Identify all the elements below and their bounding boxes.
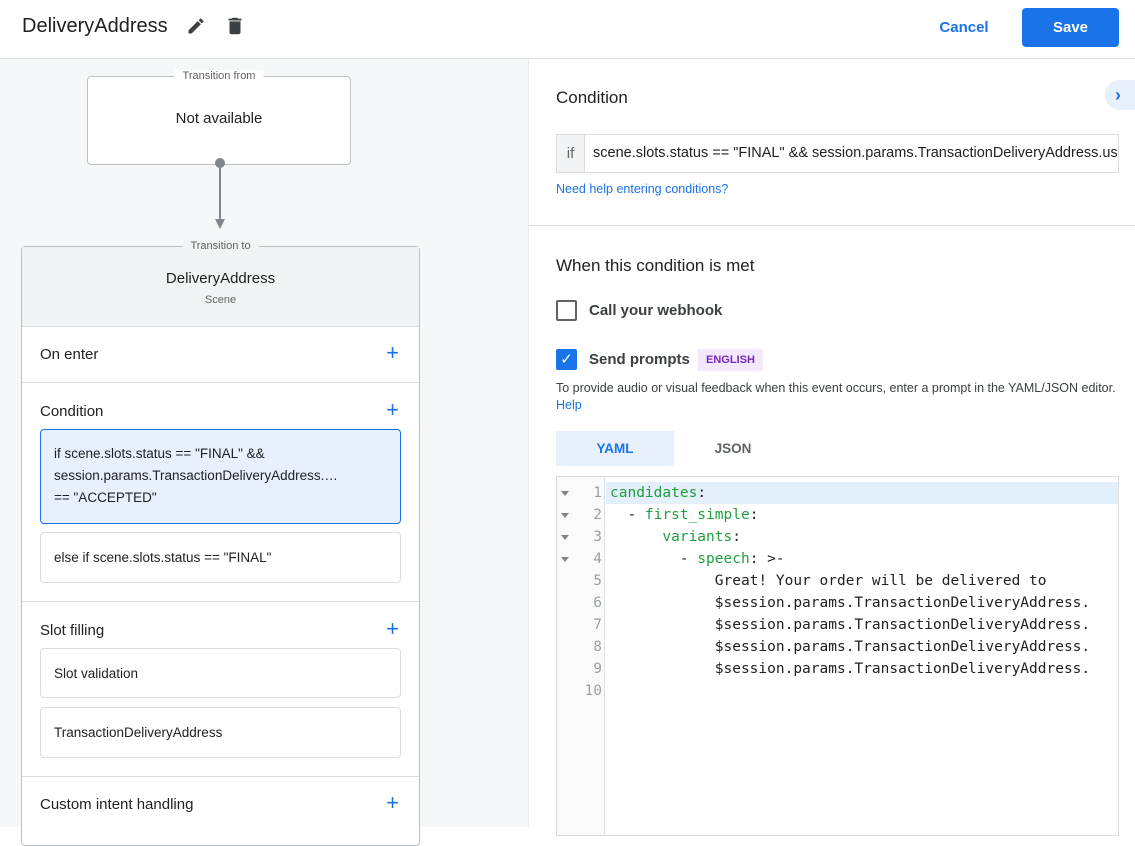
code-rest: $session.params.TransactionDeliveryAddre…: [610, 661, 1091, 677]
section-slot-filling: Slot filling + Slot validation Transacti…: [22, 602, 419, 777]
code-rest: $session.params.TransactionDeliveryAddre…: [610, 617, 1091, 633]
scene-header: Transition to DeliveryAddress Scene: [22, 240, 419, 327]
code-editor[interactable]: candidates: - first_simple: variants: - …: [556, 476, 1119, 836]
language-badge: ENGLISH: [698, 349, 763, 371]
code-indent: -: [610, 551, 698, 567]
slot-validation-item[interactable]: Slot validation: [40, 648, 401, 698]
line-number: 8: [593, 639, 602, 655]
line-number: 10: [584, 683, 602, 699]
line-number: 6: [593, 595, 602, 611]
code-key: first_simple: [644, 507, 750, 523]
line-number: 7: [593, 617, 602, 633]
code-line: $session.params.TransactionDeliveryAddre…: [610, 614, 1090, 636]
cancel-button[interactable]: Cancel: [939, 18, 989, 36]
condition-input[interactable]: if scene.slots.status == "FINAL" && sess…: [556, 134, 1119, 173]
webhook-checkbox[interactable]: [556, 300, 577, 321]
add-on-enter-plus-icon[interactable]: +: [386, 340, 399, 365]
code-line: - first_simple:: [610, 504, 758, 526]
scene-flow-panel: Transition from Not available Transition…: [0, 59, 529, 846]
code-rest: :: [749, 507, 759, 523]
send-prompts-checkbox-checked-icon[interactable]: ✓: [556, 349, 577, 370]
code-rest: :: [697, 485, 707, 501]
fold-caret-icon[interactable]: [561, 491, 569, 496]
line-number: 3: [593, 529, 602, 545]
line-number: 5: [593, 573, 602, 589]
tab-json[interactable]: JSON: [714, 441, 752, 456]
line-number: 2: [593, 507, 602, 523]
fold-caret-icon[interactable]: [561, 557, 569, 562]
if-prefix: if: [557, 135, 585, 172]
tab-yaml[interactable]: YAML: [556, 431, 674, 466]
code-rest: Great! Your order will be delivered to: [610, 573, 1047, 589]
else-condition-item[interactable]: else if scene.slots.status == "FINAL": [40, 532, 401, 583]
section-on-enter[interactable]: On enter +: [22, 327, 419, 383]
code-line: - speech: >-: [610, 548, 785, 570]
transition-from-label: Transition from: [174, 70, 264, 82]
help-conditions-link[interactable]: Need help entering conditions?: [556, 182, 729, 196]
add-condition-plus-icon[interactable]: +: [386, 397, 399, 422]
edit-pencil-icon[interactable]: [186, 16, 206, 36]
section-custom-intent[interactable]: Custom intent handling +: [22, 777, 419, 837]
scene-name: DeliveryAddress: [165, 270, 276, 287]
slot-item[interactable]: TransactionDeliveryAddress: [40, 707, 401, 758]
condition-item-selected[interactable]: if scene.slots.status == "FINAL" && sess…: [40, 429, 401, 524]
collapse-panel-chevron-right-icon[interactable]: ›: [1105, 80, 1135, 110]
top-bar: DeliveryAddress Cancel Save: [0, 0, 1135, 59]
transition-from-box: Transition from Not available: [87, 70, 351, 165]
slot-filling-label: Slot filling: [40, 622, 105, 639]
help-link[interactable]: Help: [556, 398, 582, 412]
divider: [529, 225, 1135, 226]
code-indent: [610, 529, 662, 545]
code-line: candidates:: [610, 482, 706, 504]
add-slot-plus-icon[interactable]: +: [386, 616, 399, 641]
page-title: DeliveryAddress: [22, 15, 168, 37]
code-key: speech: [697, 551, 750, 567]
code-indent: -: [610, 507, 645, 523]
connector-dot: [215, 158, 225, 168]
line-number: 9: [593, 661, 602, 677]
prompt-description: To provide audio or visual feedback when…: [556, 380, 1116, 414]
code-line: $session.params.TransactionDeliveryAddre…: [610, 636, 1090, 658]
code-rest: $session.params.TransactionDeliveryAddre…: [610, 595, 1091, 611]
description-text: To provide audio or visual feedback when…: [556, 381, 1116, 395]
code-line: variants:: [610, 526, 741, 548]
transition-to-card: Transition to DeliveryAddress Scene On e…: [21, 240, 420, 846]
save-button[interactable]: Save: [1022, 8, 1119, 47]
arrow-down-icon: [215, 219, 225, 229]
delete-trash-icon[interactable]: [224, 15, 246, 37]
connector-line: [219, 165, 221, 221]
code-rest: :: [732, 529, 741, 545]
scene-type: Scene: [204, 294, 237, 306]
add-intent-plus-icon[interactable]: +: [386, 790, 399, 815]
fold-caret-icon[interactable]: [561, 535, 569, 540]
code-rest: $session.params.TransactionDeliveryAddre…: [610, 639, 1091, 655]
line-number: 4: [593, 551, 602, 567]
condition-line: == "ACCEPTED": [54, 490, 157, 505]
fold-caret-icon[interactable]: [561, 513, 569, 518]
code-line: $session.params.TransactionDeliveryAddre…: [610, 658, 1090, 680]
on-enter-label: On enter: [40, 346, 99, 363]
code-rest: : >-: [749, 551, 785, 567]
line-number: 1: [593, 485, 602, 501]
condition-line: session.params.TransactionDeliveryAddres…: [54, 468, 338, 483]
transition-to-label: Transition to: [182, 240, 259, 252]
code-line: Great! Your order will be delivered to: [610, 570, 1047, 592]
met-title: When this condition is met: [556, 256, 755, 275]
section-condition: Condition + if scene.slots.status == "FI…: [22, 383, 419, 602]
transition-from-value: Not available: [175, 110, 263, 127]
code-line: $session.params.TransactionDeliveryAddre…: [610, 592, 1090, 614]
condition-value[interactable]: scene.slots.status == "FINAL" && session…: [593, 145, 1117, 161]
webhook-label: Call your webhook: [589, 302, 723, 319]
active-line-highlight: [606, 482, 1118, 504]
condition-title: Condition: [556, 88, 628, 107]
code-key: candidates: [610, 485, 698, 501]
condition-label: Condition: [40, 403, 104, 420]
send-prompts-label: Send prompts: [589, 351, 690, 368]
custom-intent-label: Custom intent handling: [40, 796, 194, 813]
code-key: variants: [662, 529, 733, 545]
condition-line: if scene.slots.status == "FINAL" &&: [54, 446, 265, 461]
